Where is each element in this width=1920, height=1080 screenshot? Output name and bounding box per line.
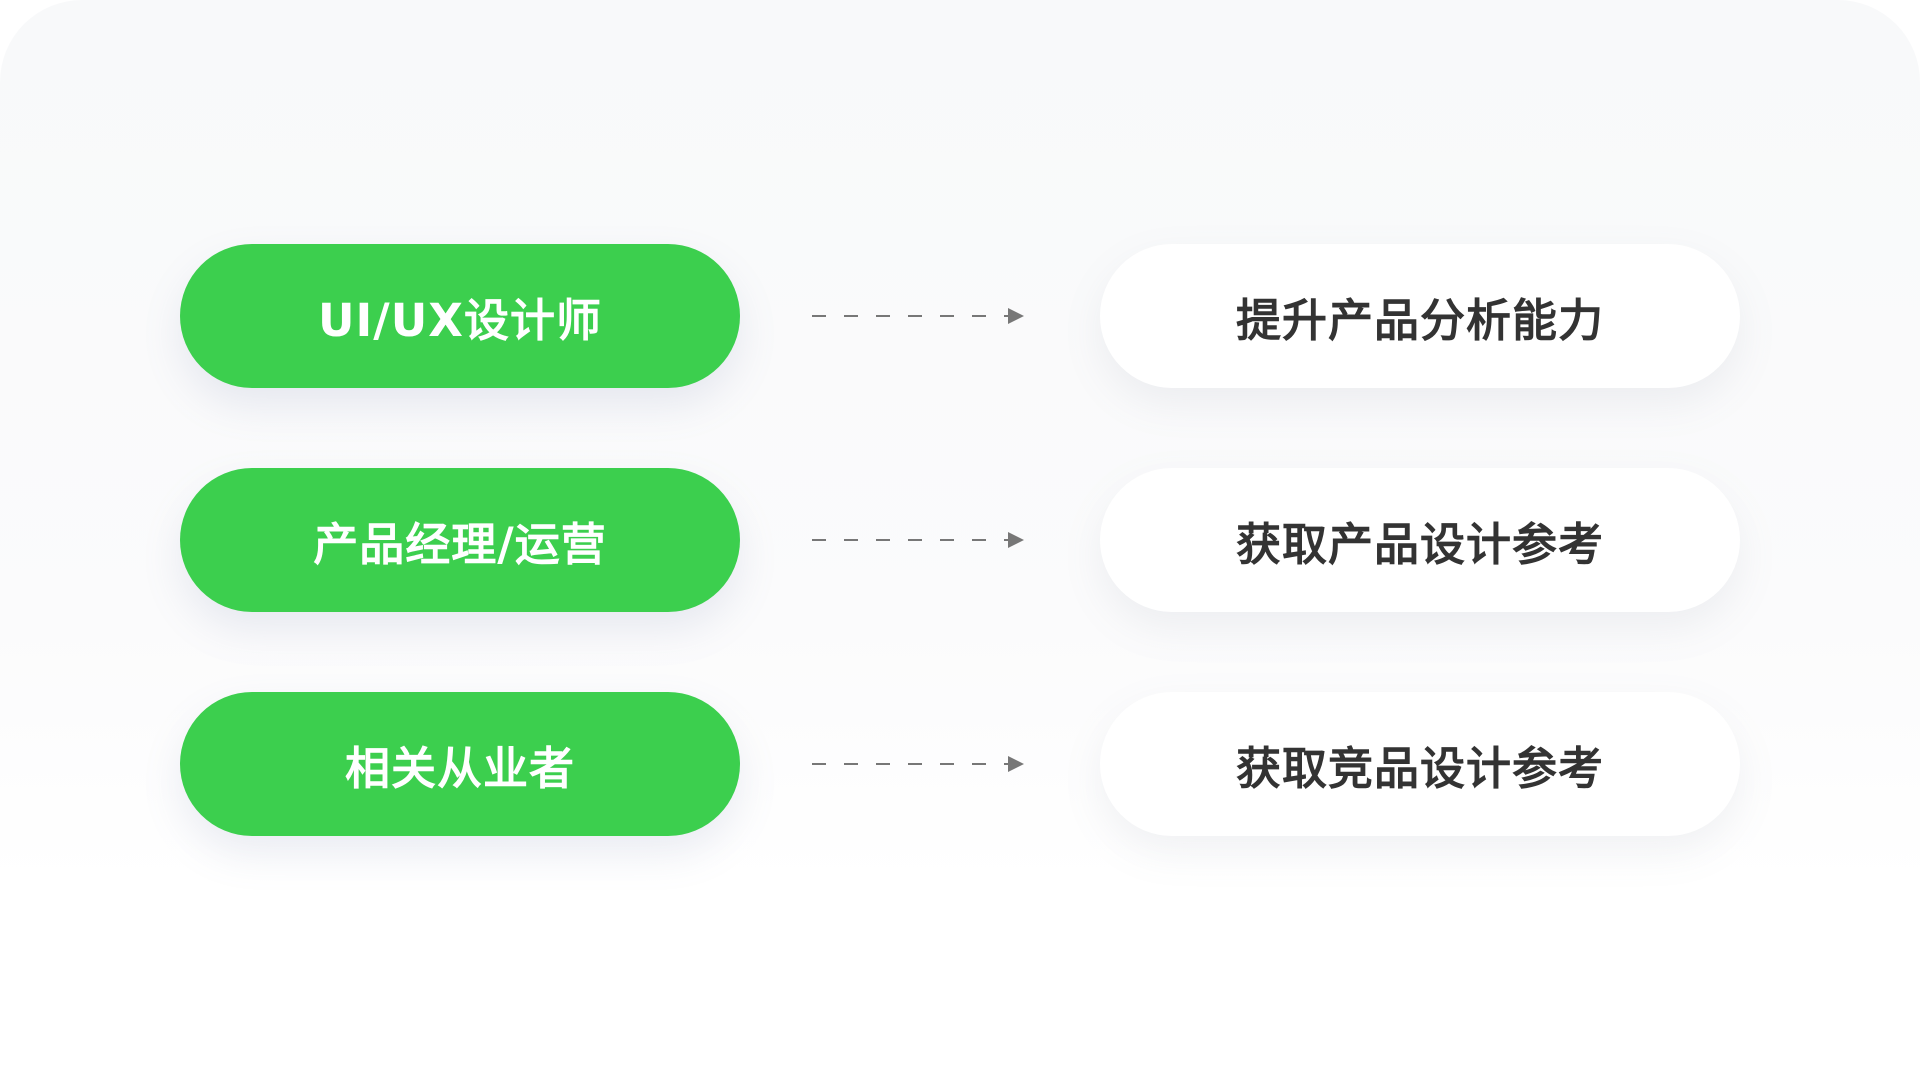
source-node: 产品经理/运营 xyxy=(180,468,740,612)
dashed-arrow-right-icon xyxy=(812,532,1024,548)
source-node: UI/UX设计师 xyxy=(180,244,740,388)
target-node: 提升产品分析能力 xyxy=(1100,244,1740,388)
target-node: 获取产品设计参考 xyxy=(1100,468,1740,612)
mapping-row: UI/UX设计师 提升产品分析能力 xyxy=(0,244,1920,388)
target-node: 获取竞品设计参考 xyxy=(1100,692,1740,836)
dashed-arrow-right-icon xyxy=(812,756,1024,772)
mapping-row: 相关从业者 获取竞品设计参考 xyxy=(0,692,1920,836)
mapping-row: 产品经理/运营 获取产品设计参考 xyxy=(0,468,1920,612)
dashed-arrow-right-icon xyxy=(812,308,1024,324)
source-node: 相关从业者 xyxy=(180,692,740,836)
